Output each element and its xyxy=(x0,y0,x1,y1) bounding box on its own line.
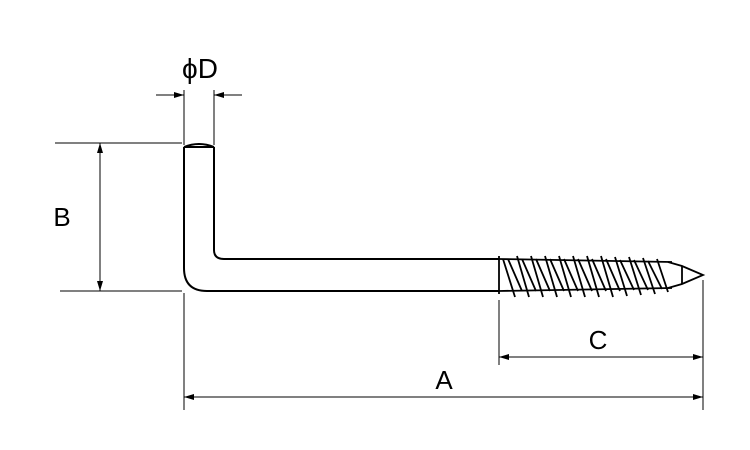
thread-crests xyxy=(502,255,669,298)
hook-body xyxy=(183,143,499,292)
dim-d-label: ϕD xyxy=(182,53,218,84)
thread-roots xyxy=(507,258,663,292)
thread-bottom-edge xyxy=(498,287,673,292)
thread-top-edge xyxy=(498,258,673,263)
hook-inner-outline xyxy=(213,147,499,260)
screw-tip xyxy=(667,261,706,289)
hook-outer-outline xyxy=(183,147,499,292)
thread-section xyxy=(498,255,706,298)
dimension-lines xyxy=(97,92,703,400)
dim-b-label: B xyxy=(53,202,70,232)
extension-lines xyxy=(55,90,704,410)
dim-a-label: A xyxy=(435,365,453,395)
dim-c-label: C xyxy=(589,325,608,355)
